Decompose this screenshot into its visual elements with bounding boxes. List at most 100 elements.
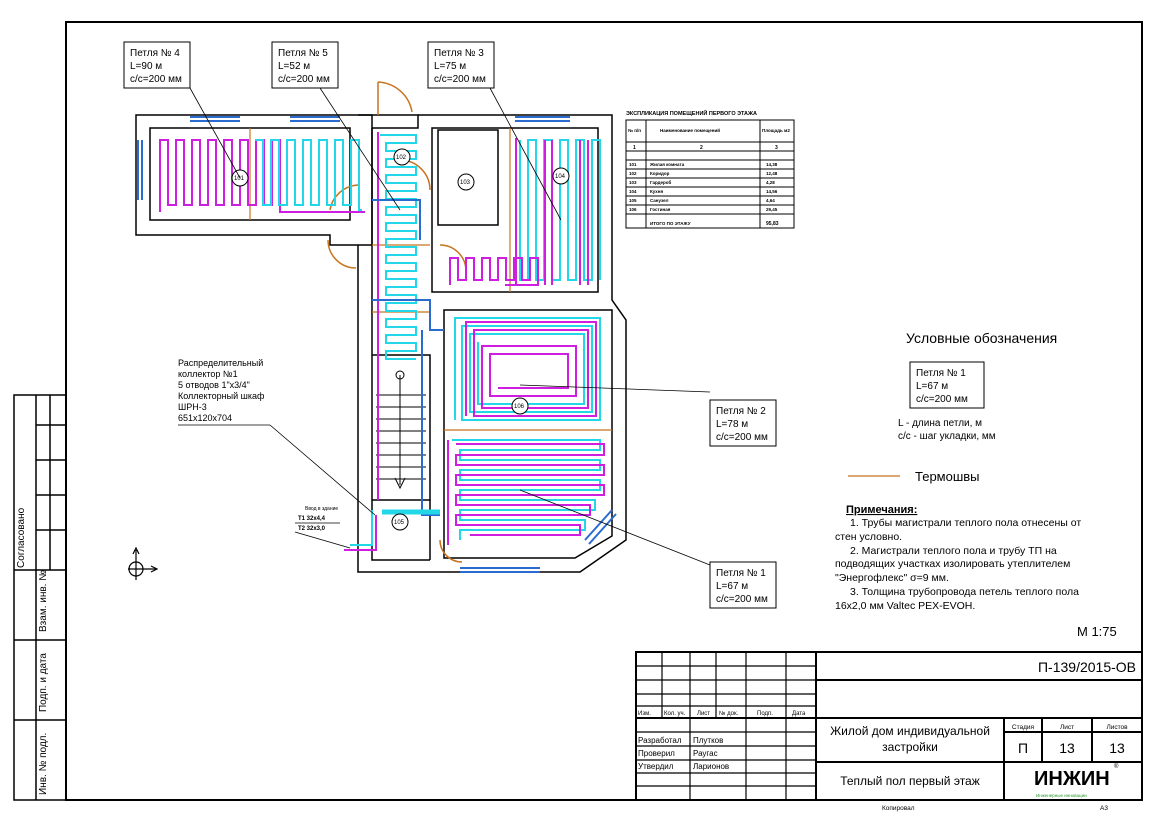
scale-label: М 1:75 — [1077, 624, 1117, 639]
svg-text:стен условно.: стен условно. — [835, 531, 902, 543]
svg-text:Кол. уч.: Кол. уч. — [664, 711, 686, 717]
explication-cell: Жилая комната — [649, 162, 685, 167]
svg-text:L=78 м: L=78 м — [716, 419, 748, 430]
svg-text:№ п/п: № п/п — [628, 128, 641, 133]
svg-text:Распределительный: Распределительный — [178, 358, 263, 368]
svg-text:Лист: Лист — [697, 711, 710, 717]
svg-text:c/c=200 мм: c/c=200 мм — [716, 432, 768, 443]
explication-cell: 102 — [629, 171, 637, 176]
svg-text:А3: А3 — [1100, 805, 1108, 812]
explication-cell: 29,45 — [766, 207, 778, 212]
svg-text:ЭКСПЛИКАЦИЯ ПОМЕЩЕНИЙ ПЕРВОГО: ЭКСПЛИКАЦИЯ ПОМЕЩЕНИЙ ПЕРВОГО ЭТАЖА — [626, 109, 757, 117]
svg-text:16х2,0 мм Valtec PEX-EVOH.: 16х2,0 мм Valtec PEX-EVOH. — [835, 600, 975, 612]
svg-text:Петля № 2: Петля № 2 — [716, 406, 766, 417]
svg-text:L=67 м: L=67 м — [916, 381, 948, 392]
svg-text:Условные обозначения: Условные обозначения — [906, 330, 1057, 346]
svg-text:подводящих участках изолироват: подводящих участках изолировать утеплите… — [835, 558, 1070, 570]
svg-text:13: 13 — [1109, 740, 1125, 756]
svg-text:13: 13 — [1059, 740, 1075, 756]
legend: Условные обозначения Петля № 1 L=67 м c/… — [898, 330, 1057, 484]
svg-text:Разработал: Разработал — [638, 736, 682, 745]
explication-cell: Кухня — [650, 189, 664, 194]
svg-text:Примечания:: Примечания: — [846, 504, 917, 516]
svg-text:Ввод в здание: Ввод в здание — [305, 506, 338, 512]
side-stamp — [13, 394, 67, 801]
stairs — [376, 370, 426, 490]
svg-text:Наименование помещений: Наименование помещений — [660, 127, 720, 133]
windows — [137, 116, 617, 573]
svg-text:коллектор №1: коллектор №1 — [178, 369, 238, 379]
svg-text:Утвердил: Утвердил — [638, 762, 674, 771]
svg-text:L=67 м: L=67 м — [716, 581, 748, 592]
explication-cell: 103 — [629, 180, 637, 185]
explication-cell: 4,28 — [766, 180, 775, 185]
axis-icon — [128, 546, 159, 580]
svg-text:3: 3 — [775, 145, 778, 151]
leader-lines — [178, 87, 711, 566]
svg-text:Жилой дом индивидуальной: Жилой дом индивидуальной — [830, 724, 990, 738]
loop-callout-4: Петля № 4L=90 мc/c=200 мм — [123, 41, 191, 89]
svg-text:c/c=200 мм: c/c=200 мм — [278, 74, 330, 85]
heating-loops — [159, 132, 605, 551]
svg-text:Т2 32х3,0: Т2 32х3,0 — [298, 526, 326, 532]
loop-callout-2: Петля № 2 L=78 м c/c=200 мм — [709, 399, 777, 447]
svg-text:Ларионов: Ларионов — [693, 762, 729, 771]
svg-text:застройки: застройки — [882, 740, 938, 754]
svg-text:Дата: Дата — [792, 711, 806, 717]
svg-text:Стадия: Стадия — [1012, 724, 1035, 731]
svg-text:95,83: 95,83 — [766, 221, 779, 227]
svg-text:Теплый пол первый этаж: Теплый пол первый этаж — [840, 774, 980, 788]
explication-cell: Гардероб — [650, 179, 671, 185]
svg-text:L=75 м: L=75 м — [434, 61, 466, 72]
explication-cell: 105 — [629, 198, 637, 203]
svg-text:Петля № 1: Петля № 1 — [716, 568, 766, 579]
svg-text:Раугас: Раугас — [693, 749, 718, 758]
svg-text:2: 2 — [700, 145, 703, 151]
sheet-frame — [65, 21, 1143, 801]
svg-text:c/c=200 мм: c/c=200 мм — [434, 74, 486, 85]
side-stamp-inv: Инв. № подл. — [38, 733, 49, 795]
room-102: 102 — [396, 155, 407, 161]
title-block: Изм. Кол. уч. Лист № док. Подп. Дата Раз… — [635, 651, 1143, 812]
svg-text:Петля № 5: Петля № 5 — [278, 48, 328, 59]
svg-text:c/c - шаг укладки, мм: c/c - шаг укладки, мм — [898, 431, 996, 442]
side-stamp-agreed: Согласовано — [16, 507, 27, 568]
svg-text:Листов: Листов — [1106, 724, 1128, 731]
drawing-code: П-139/2015-ОВ — [1038, 659, 1136, 675]
loop-callout-1: Петля № 1L=67 мc/c=200 мм — [709, 561, 777, 609]
room-104: 104 — [555, 174, 566, 180]
explication-cell: 104 — [629, 189, 637, 194]
svg-text:5 отводов 1"х3/4": 5 отводов 1"х3/4" — [178, 380, 250, 390]
svg-text:Проверил: Проверил — [638, 749, 675, 758]
svg-text:L - длина петли, м: L - длина петли, м — [898, 418, 982, 429]
svg-text:ИНЖИН: ИНЖИН — [1034, 768, 1110, 790]
svg-text:Копировал: Копировал — [882, 805, 915, 812]
thermal-joint-label: Термошвы — [915, 469, 980, 484]
room-101: 101 — [234, 176, 245, 182]
explication-cell: 4,64 — [766, 198, 775, 203]
room-105: 105 — [394, 520, 405, 526]
explication-cell: 106 — [629, 207, 637, 212]
side-stamp-sign: Подп. и дата — [38, 653, 49, 712]
svg-text:Петля № 3: Петля № 3 — [434, 48, 484, 59]
svg-text:ШРН-3: ШРН-3 — [178, 402, 207, 412]
svg-text:3. Толщина трубопровода петель: 3. Толщина трубопровода петель теплого п… — [850, 586, 1079, 598]
svg-text:L=52 м: L=52 м — [278, 61, 310, 72]
svg-text:Т1 32х4,4: Т1 32х4,4 — [298, 516, 326, 522]
side-stamp-replace: Взам. инв. № — [38, 570, 49, 632]
collector-note: Распределительный коллектор №1 5 отводов… — [178, 358, 265, 423]
svg-text:Коллекторный шкаф: Коллекторный шкаф — [178, 391, 265, 401]
svg-text:Петля № 4: Петля № 4 — [130, 48, 180, 59]
notes: Примечания: 1. Трубы магистрали теплого … — [835, 504, 1081, 612]
svg-text:Подп.: Подп. — [757, 711, 773, 717]
svg-text:Лист: Лист — [1060, 724, 1074, 731]
svg-text:Плутков: Плутков — [693, 736, 723, 745]
explication-cell: 101 — [629, 162, 637, 167]
svg-text:"Энергофлекс" σ=9 мм.: "Энергофлекс" σ=9 мм. — [835, 572, 949, 584]
svg-text:1. Трубы магистрали теплого по: 1. Трубы магистрали теплого пола отнесен… — [850, 517, 1081, 529]
loop-callout-3: Петля № 3 L=75 м c/c=200 мм — [427, 41, 495, 89]
explication-cell: 14,38 — [766, 162, 778, 167]
room-markers — [231, 148, 570, 531]
explication-cell: Гостиная — [650, 207, 671, 212]
